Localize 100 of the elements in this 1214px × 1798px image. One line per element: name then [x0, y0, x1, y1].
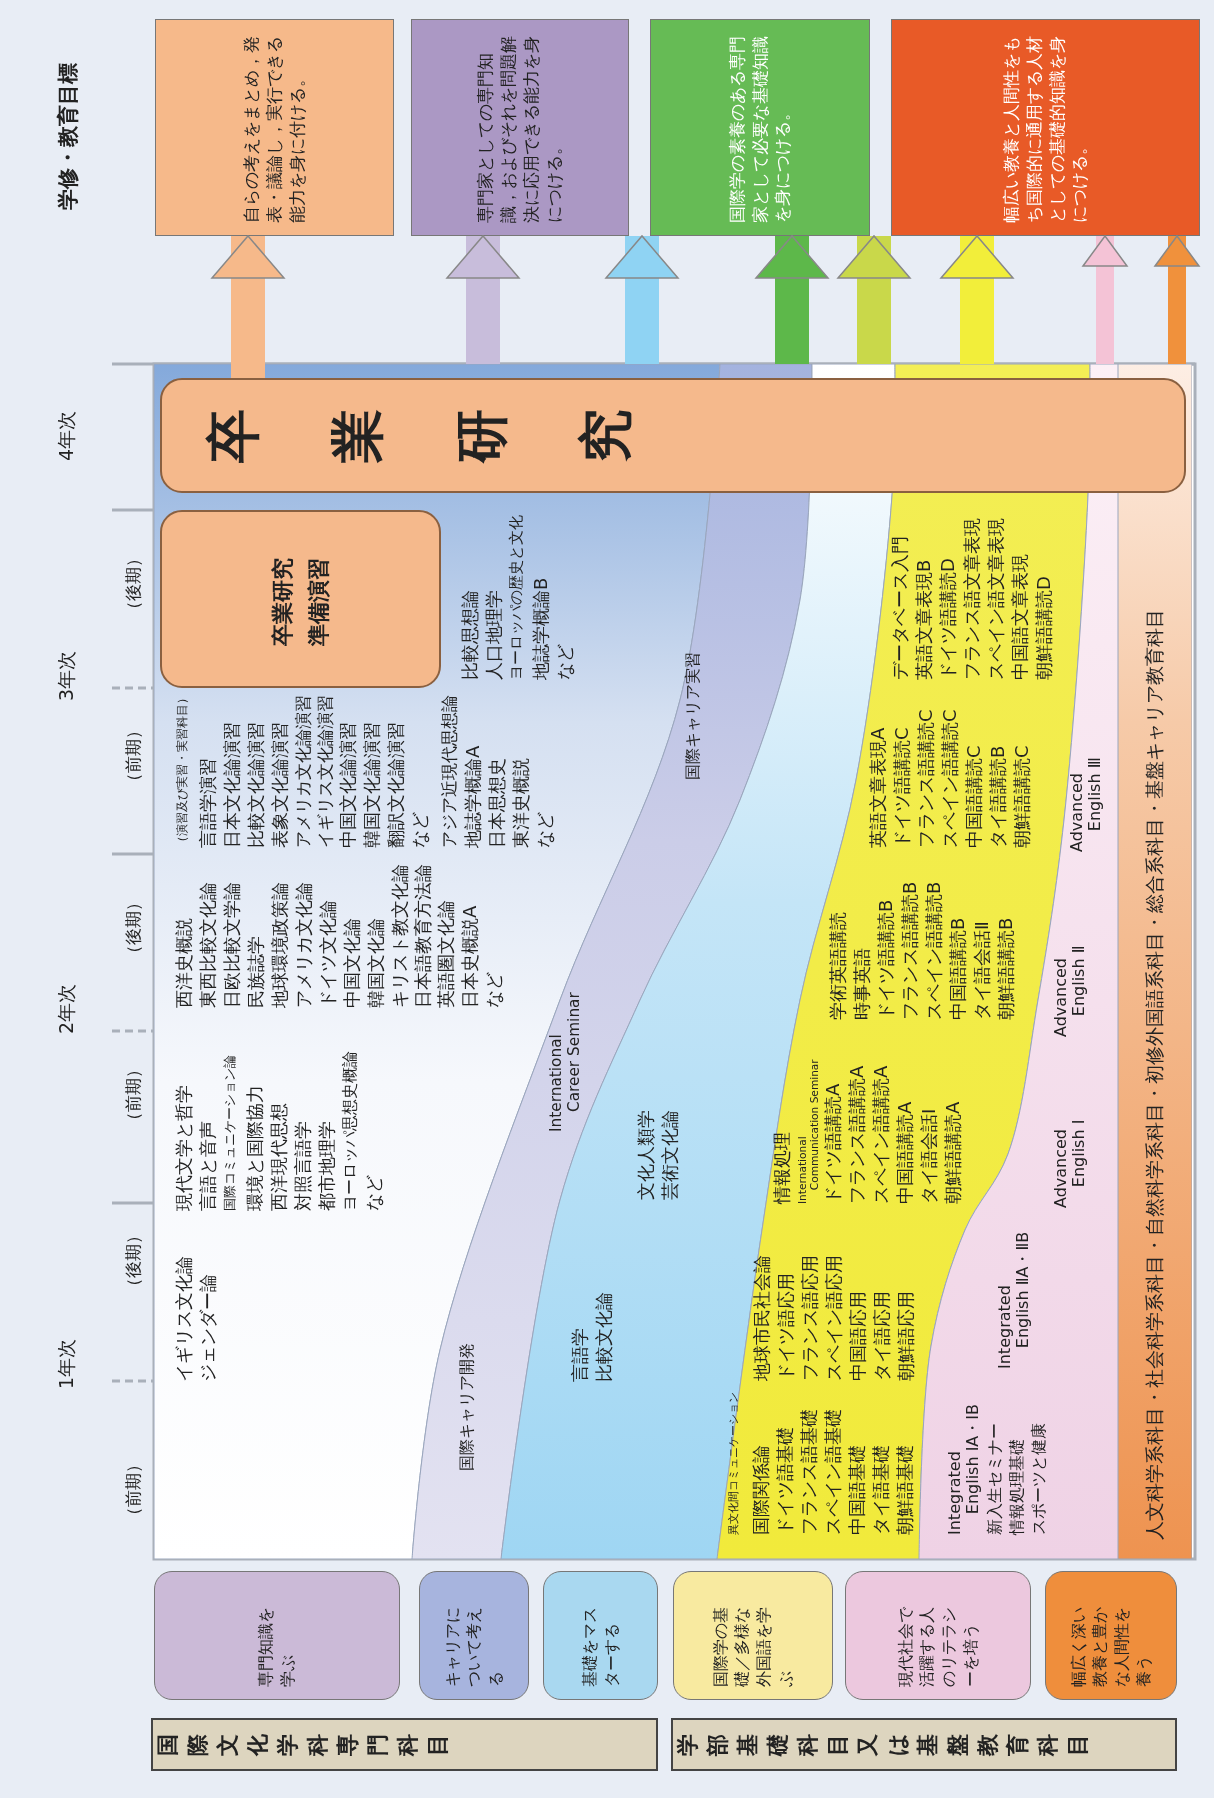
course-name: International Communication Seminar: [796, 1059, 821, 1204]
goal-text: 幅広い教養と人間性をもち国際的に通用する人材としての基礎的知識を身につける。: [999, 34, 1091, 223]
course-name: フランス語講読B: [900, 881, 921, 1020]
course-name: 時事英語: [852, 948, 873, 1020]
year-label: 3年次: [56, 650, 78, 701]
course-name: 地誌学概論B: [531, 577, 552, 680]
course-name: 中国語講読B: [948, 917, 969, 1020]
section-box: [151, 1718, 658, 1771]
course-name: 英語圏文化論: [436, 900, 457, 1008]
category-text: 国際学の基礎／多様な外国語を学ぶ: [709, 1606, 796, 1687]
section-title: 国際文化学科専門科目: [154, 1733, 451, 1756]
category-text: 現代社会で活躍する人のリテラシーを培う: [894, 1606, 981, 1687]
semester-label: （後期）: [124, 550, 144, 618]
course-name: ドイツ文化論: [318, 900, 339, 1008]
course-name: イギリス文化論: [174, 1256, 195, 1382]
course-name: 日欧比較文学論: [222, 882, 243, 1008]
course-name: など: [535, 812, 556, 848]
course-name: 比較文化論演習: [246, 722, 267, 848]
goal-box: [411, 19, 629, 236]
category-box: [845, 1571, 1031, 1700]
goal-box: [650, 19, 870, 236]
course-name: スポーツと健康: [1030, 1423, 1049, 1535]
goal-text: 専門家としての専門知識，およびそれを問題解決に応用できる能力を身につける。: [474, 34, 565, 223]
goal-box: [891, 19, 1200, 236]
course-name: International Career Seminar: [548, 992, 584, 1132]
semester-label: （後期）: [124, 894, 144, 962]
year-label: 2年次: [56, 983, 78, 1034]
course-name: 新入生セミナー: [986, 1423, 1005, 1535]
category-box: [543, 1571, 658, 1700]
course-name: 日本語教育方法論: [413, 864, 434, 1008]
course-name: など: [555, 644, 576, 680]
course-name: スペイン語講読C: [940, 709, 961, 848]
course-name: Integrated English ⅠA・ⅠB: [946, 1404, 983, 1535]
course-name: 日本文化論演習: [222, 722, 243, 848]
course-name: ヨーロッパの歴史と文化: [508, 515, 525, 680]
semester-label: （前期）: [124, 1456, 144, 1524]
course-name: 比較文化論: [594, 1292, 615, 1382]
course-name: 言語と音声: [198, 1121, 219, 1211]
course-name: 西洋史概説: [174, 918, 195, 1008]
category-box: [154, 1571, 400, 1700]
semester-label: （前期）: [124, 1061, 144, 1129]
research-box: [160, 378, 1186, 493]
course-name: イギリス文化論演習: [316, 695, 336, 848]
course-name: 翻訳文化論演習: [386, 722, 407, 848]
course-name: 比較思想論: [460, 590, 481, 680]
course-name: 地球市民社会論: [752, 1255, 773, 1381]
course-name: 地球環境政策論: [270, 882, 291, 1008]
course-name: 異文化間コミュニケーション: [728, 1392, 741, 1535]
category-text: 幅広く深い教養と豊かな人間性を養う: [1067, 1606, 1154, 1687]
course-name: Integrated English ⅡA・ⅡB: [996, 1231, 1033, 1369]
course-name: タイ語応用: [872, 1291, 893, 1381]
course-name: 環境と国際協力: [245, 1085, 266, 1211]
course-name: アジア近現代思想論: [440, 695, 460, 848]
course-name: ドイツ語応用: [776, 1273, 797, 1381]
course-name: 言語学演習: [198, 758, 219, 848]
course-name: 中国文化論演習: [338, 722, 359, 848]
seminar-box: [160, 510, 441, 688]
course-name: 英語文章表現B: [914, 559, 935, 680]
course-name: Advanced English Ⅲ: [1068, 757, 1105, 852]
category-box: [1045, 1571, 1177, 1700]
goal-box: [155, 19, 394, 236]
course-name: ドイツ語講読C: [892, 727, 913, 848]
course-name: 地誌学概論A: [463, 745, 484, 848]
category-text: 専門知識を学ぶ: [255, 1606, 298, 1687]
category-box: [419, 1571, 529, 1700]
course-name: タイ語講読B: [988, 745, 1009, 848]
course-name: フランス語基礎: [799, 1409, 820, 1535]
course-name: Advanced English Ⅱ: [1052, 945, 1089, 1037]
year-label: 4年次: [56, 410, 78, 461]
course-name: 国際関係論: [751, 1445, 772, 1535]
course-name: ドイツ語講読D: [938, 558, 959, 680]
course-name: アメリカ文化論: [294, 882, 315, 1008]
course-name: 日本史概説A: [460, 905, 481, 1008]
course-name: フランス語講読A: [847, 1065, 868, 1204]
course-name: 表象文化論演習: [270, 722, 291, 848]
course-name: Advanced English Ⅰ: [1052, 1119, 1089, 1208]
course-name: 日本思想史: [487, 758, 508, 848]
course-name: スペイン語講読B: [924, 881, 945, 1020]
course-name: 国際キャリア実習: [684, 652, 703, 780]
course-name: 朝鮮語講読A: [943, 1101, 964, 1204]
column-heading: 学修・教育目標: [56, 62, 81, 210]
course-name: （演習及び実習・実習科目）: [176, 692, 190, 848]
semester-label: （前期）: [124, 722, 144, 790]
section-title: 学部基礎科目又は基盤教育科目: [674, 1733, 1091, 1756]
course-name: スペイン語文章表現: [986, 518, 1007, 680]
goal-text: 自らの考えをまとめ，発表・議論し，実行できる能力を身に付ける。: [240, 34, 308, 223]
course-name: ヨーロッパ思想史概論: [341, 1051, 360, 1211]
course-name: 中国語基礎: [847, 1445, 868, 1535]
course-name: 韓国文化論: [366, 918, 387, 1008]
course-name: 芸術文化論: [660, 1110, 681, 1200]
course-name: スペイン語基礎: [823, 1409, 844, 1535]
semester-label: （後期）: [124, 1227, 144, 1295]
course-name: タイ語会話Ⅰ: [919, 1108, 940, 1204]
course-name: 対照言語学: [293, 1121, 314, 1211]
category-box: [673, 1571, 833, 1700]
course-name: 朝鮮語基礎: [895, 1445, 916, 1535]
course-name: ドイツ語講読B: [876, 899, 897, 1020]
course-name: 朝鮮語講読B: [996, 917, 1017, 1020]
box-title: 卒業研究準備演習: [269, 557, 332, 647]
course-name: スペイン語応用: [824, 1255, 845, 1381]
